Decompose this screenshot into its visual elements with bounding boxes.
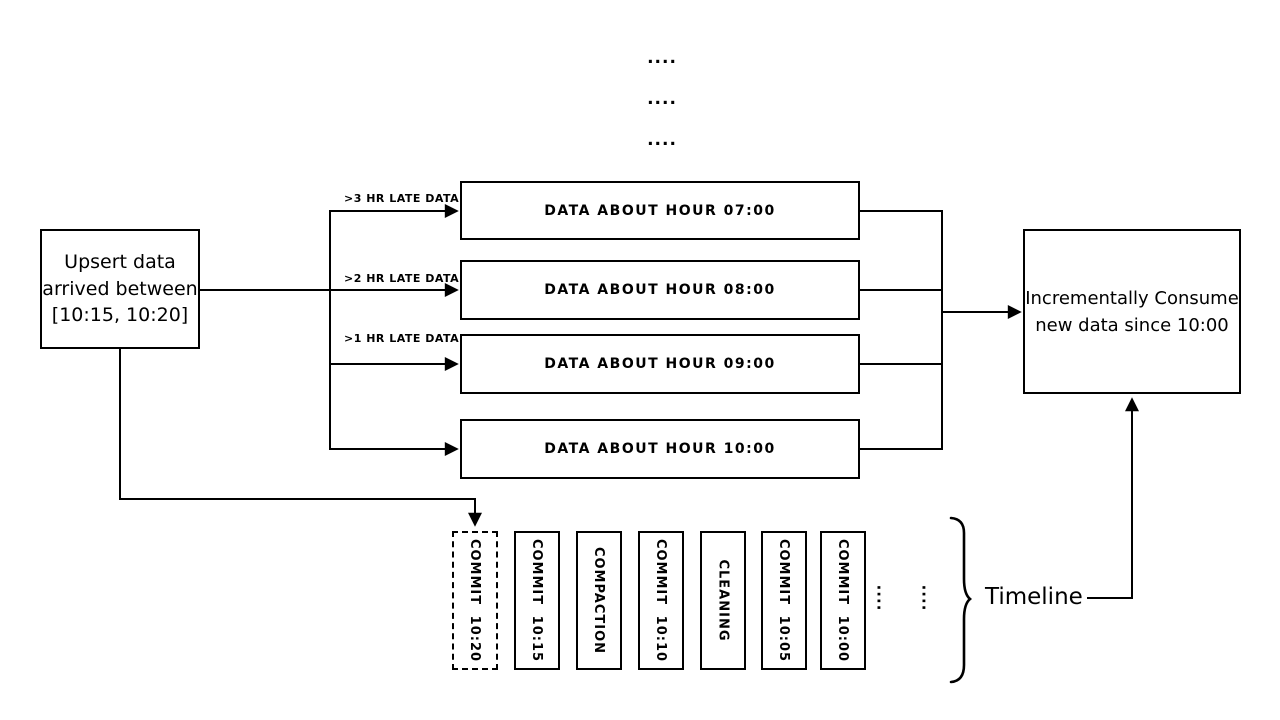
timeline-compaction-label: COMPACTION bbox=[591, 546, 607, 655]
timeline-label: Timeline bbox=[985, 584, 1083, 610]
late-data-label-3hr: >3 HR LATE DATA bbox=[344, 192, 460, 205]
late-data-label-2hr: >2 HR LATE DATA bbox=[344, 272, 460, 285]
hour-box-1000: DATA ABOUT HOUR 10:00 bbox=[460, 419, 860, 479]
upsert-line-3: [10:15, 10:20] bbox=[51, 304, 189, 327]
timeline-brace bbox=[949, 516, 973, 684]
timeline-ellipsis: .... bbox=[918, 584, 937, 612]
incremental-consume-box: Incrementally Consume new data since 10:… bbox=[1023, 229, 1241, 394]
consume-line-1: Incrementally Consume bbox=[1025, 287, 1239, 309]
upsert-line-2: arrived between bbox=[42, 277, 198, 300]
hour-box-0800: DATA ABOUT HOUR 08:00 bbox=[460, 260, 860, 320]
top-ellipsis-row: .... bbox=[647, 89, 677, 109]
hour-box-0700: DATA ABOUT HOUR 07:00 bbox=[460, 181, 860, 240]
timeline-commit-1005-box: COMMIT 10:05 bbox=[761, 531, 807, 670]
timeline-ellipsis: .... bbox=[873, 584, 892, 612]
arrow-timeline-consume bbox=[1087, 397, 1139, 599]
upsert-line-1: Upsert data bbox=[64, 250, 176, 273]
timeline-cleaning-label: CLEANING bbox=[715, 559, 731, 642]
timeline-commit-1005-label: COMMIT 10:05 bbox=[776, 538, 792, 663]
timeline-commit-1010-label: COMMIT 10:10 bbox=[653, 538, 669, 663]
timeline-commit-1000-label: COMMIT 10:00 bbox=[835, 538, 851, 663]
timeline-commit-1020-box: COMMIT 10:20 bbox=[452, 531, 498, 670]
timeline-cleaning-box: CLEANING bbox=[700, 531, 746, 670]
timeline-commit-1015-box: COMMIT 10:15 bbox=[514, 531, 560, 670]
timeline-commit-1000-box: COMMIT 10:00 bbox=[820, 531, 866, 670]
timeline-commit-1020-label: COMMIT 10:20 bbox=[467, 538, 483, 663]
hour-box-0900: DATA ABOUT HOUR 09:00 bbox=[460, 334, 860, 394]
timeline-commit-1010-box: COMMIT 10:10 bbox=[638, 531, 684, 670]
upsert-data-box: Upsert data arrived between [10:15, 10:2… bbox=[40, 229, 200, 349]
consume-line-2: new data since 10:00 bbox=[1035, 314, 1229, 336]
timeline-compaction-box: COMPACTION bbox=[576, 531, 622, 670]
late-data-label-1hr: >1 HR LATE DATA bbox=[344, 332, 460, 345]
arrow-upsert-commit bbox=[119, 349, 482, 527]
timeline-commit-1015-label: COMMIT 10:15 bbox=[529, 538, 545, 663]
top-ellipsis-row: .... bbox=[647, 48, 677, 68]
top-ellipsis-row: .... bbox=[647, 130, 677, 150]
